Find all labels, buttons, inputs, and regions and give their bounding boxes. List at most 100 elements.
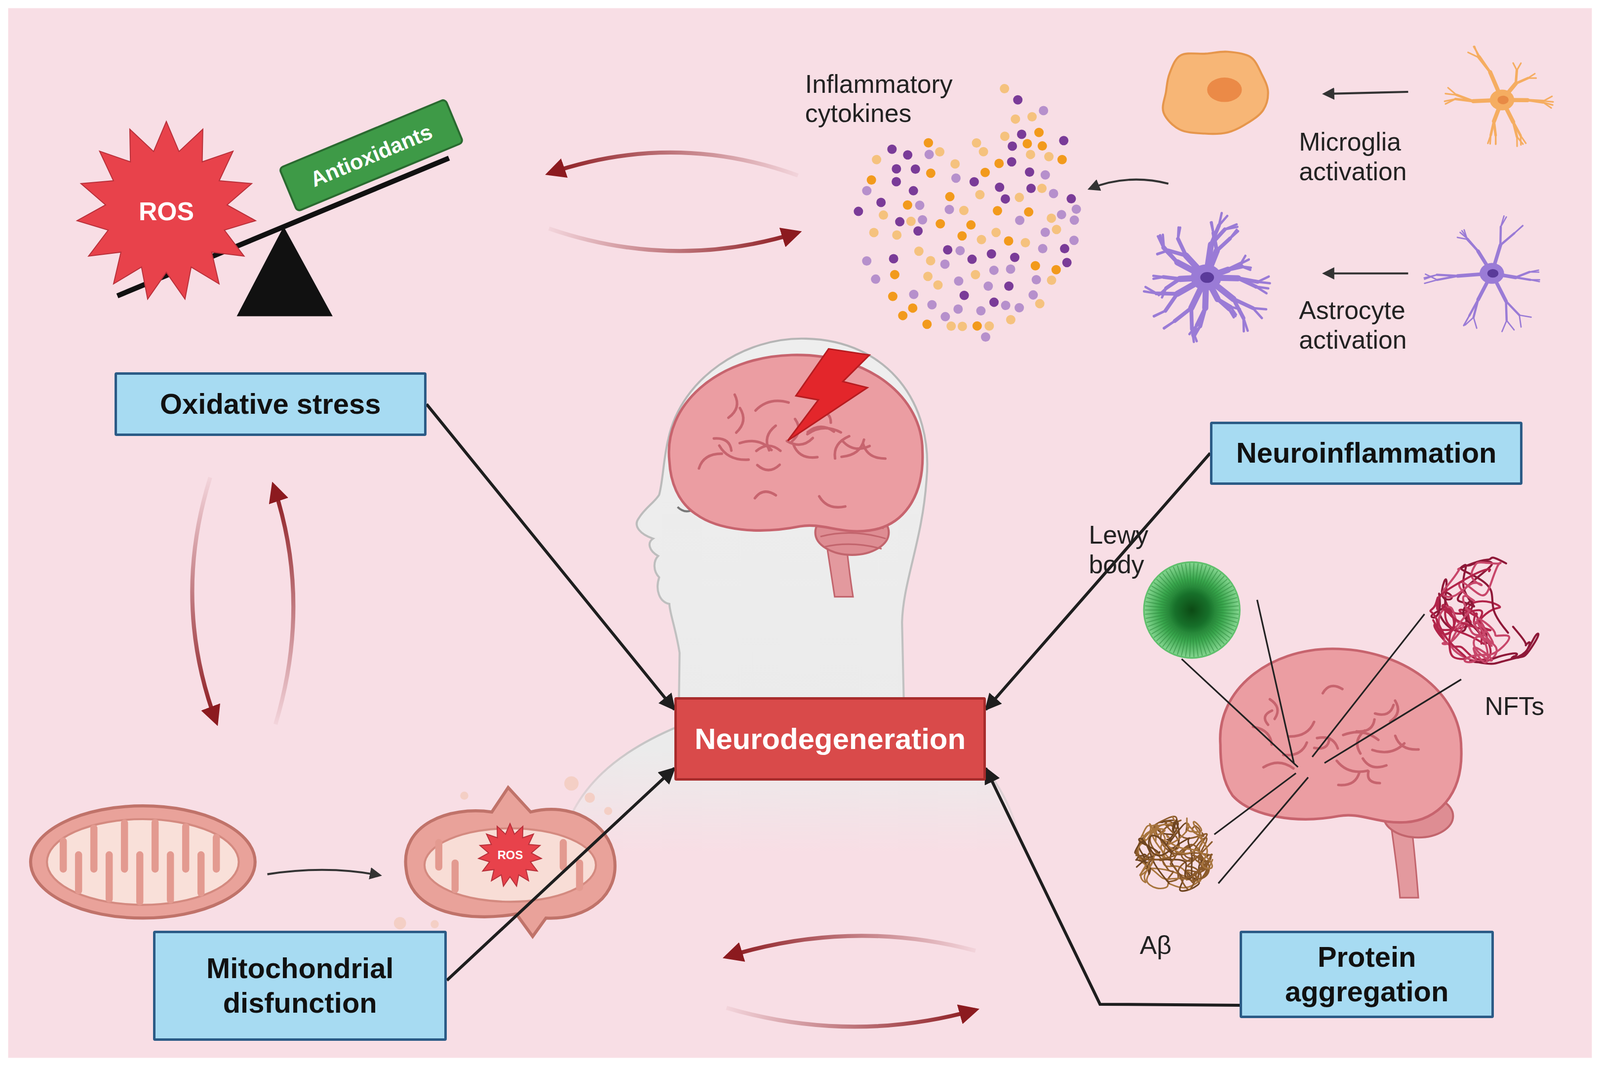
cristae-part [90, 827, 98, 869]
lewy-streaks-part [1214, 609, 1240, 611]
astrocyte-cell-part [1163, 320, 1175, 328]
microglia-cell-part [1543, 101, 1554, 103]
healthy-mitochondrion-part [30, 805, 256, 918]
cytokine-dots-part [986, 249, 997, 259]
cytokine-dots-part [1001, 300, 1011, 311]
cytokine-dots-part [1010, 252, 1020, 263]
astrocyte-cell-part [1145, 286, 1157, 294]
arrow-connector [985, 453, 1211, 710]
lewy-streaks-part [1204, 570, 1218, 591]
brain-gyri-part [842, 440, 870, 449]
astrocyte-cell-part [1530, 279, 1540, 282]
panel-ground [8, 8, 1593, 1058]
cytokine-dots-part [1007, 156, 1017, 167]
astrocyte-cell-part [1200, 308, 1206, 327]
starburst-fill [478, 823, 542, 887]
microglia-cell-part [1527, 73, 1535, 79]
lewy-streaks-part [1145, 612, 1170, 615]
astrocyte-cell-part [1216, 238, 1231, 251]
brain-gyri-part [807, 428, 841, 434]
lewy-body [1143, 561, 1240, 658]
brain-gyri-part [766, 425, 776, 451]
astrocyte-cell-part [1174, 308, 1192, 321]
brain-gyri [1252, 685, 1419, 785]
cytokine-dots-part [914, 200, 925, 210]
damaged-mitochondrion-part [405, 787, 616, 937]
text-wrap: Neuroinflammation [1236, 435, 1497, 470]
cytokine-dots-part [1006, 314, 1016, 325]
lewy-streaks-part [1156, 624, 1175, 641]
cytokine-dots-part [1014, 192, 1024, 202]
activation-arrows-part [267, 869, 380, 876]
lewy-streaks-part [1206, 573, 1222, 593]
leader-lines-part [1181, 659, 1299, 768]
tangle-nft-part [1430, 569, 1491, 660]
box-label: ROS [138, 195, 195, 227]
box-label: Oxidative stress [159, 387, 381, 422]
cristae-part [75, 854, 82, 891]
microglia-cell-part [1445, 93, 1457, 96]
lewy-streaks-part [1208, 624, 1227, 641]
cytokine-dots-part [897, 311, 908, 321]
brain-gyri-part [1338, 772, 1360, 785]
cytokine-dots-part [914, 246, 924, 256]
leader-lines-part [1257, 599, 1294, 764]
cytokine-dots-part [972, 321, 982, 331]
cytokine-dots-part [890, 270, 900, 280]
astrocyte-cell-part [1243, 317, 1249, 331]
astrocyte-cell-part [1218, 212, 1222, 226]
cytokine-dots-part [1000, 194, 1011, 204]
activation-arrows-part [1090, 179, 1169, 190]
astrocyte-cell-part [1163, 276, 1180, 279]
ros-starburst: ROS [76, 121, 257, 302]
cytokine-dots-part [1024, 167, 1035, 177]
cytokine-dots-part [1010, 114, 1020, 124]
brain-gyri-part [719, 445, 749, 460]
astrocyte-cell-part [1514, 225, 1523, 234]
microglia-cell-part [1493, 121, 1496, 136]
microglia-cell-part [1517, 63, 1522, 71]
astrocyte-cell-part [1190, 264, 1222, 291]
microglia-cell-part [1474, 46, 1480, 57]
astrocyte-cell-part [1257, 281, 1271, 284]
lewy-streaks-part [1145, 605, 1170, 608]
cytokine-dots-part [953, 276, 964, 286]
brain-gyri-part [754, 491, 777, 499]
cytokine-dots-part [1006, 264, 1016, 274]
brain-gyri-part [1322, 685, 1343, 694]
cytokine-dots-part [1049, 188, 1059, 198]
cytokine-dots-part [969, 177, 979, 187]
leader-lines-part [1218, 777, 1309, 884]
astrocyte-cell-part [1487, 269, 1499, 278]
astrocyte-cell-part [1467, 239, 1479, 252]
cytokine-dots-part [1025, 149, 1036, 159]
astrocyte-cell-part [1529, 270, 1539, 273]
microglia-cell-part [1207, 77, 1242, 103]
cytokine-dots-part [966, 220, 976, 230]
cytokine-dots-part [978, 147, 989, 157]
lewy-streaks-part [1177, 565, 1185, 589]
cytokine-dots-part [940, 259, 950, 269]
cytokine-dots-part [1038, 106, 1049, 116]
lewy-streaks-part [1213, 597, 1238, 604]
head-figure-part [559, 338, 1023, 852]
lewy-streaks-part [1214, 612, 1239, 615]
brain-gyri-part [1252, 726, 1272, 745]
cytokine-dots-part [1034, 127, 1044, 138]
arrow-connector [426, 404, 675, 710]
tangle-nft-part [1442, 562, 1501, 635]
astrocyte-cell-part [1252, 308, 1267, 310]
cytokine-dots-part [970, 270, 980, 280]
cytokine-dots-part [1014, 303, 1024, 313]
amyloid-plaque-part [1136, 850, 1210, 879]
brain-gyri-part [736, 407, 743, 433]
cytokine-dots-part [955, 245, 965, 256]
cytokine-dots-part [999, 83, 1010, 94]
astrocyte-cell-part [1165, 293, 1178, 311]
cytokine-dots-part [1014, 215, 1025, 226]
lewy-streaks-part [1145, 601, 1171, 607]
cytokine-dots-part [975, 306, 986, 316]
cytokine-dots-part [1037, 183, 1047, 194]
healthy-mitochondrion [30, 805, 256, 918]
cytokine-dots-part [980, 167, 990, 178]
